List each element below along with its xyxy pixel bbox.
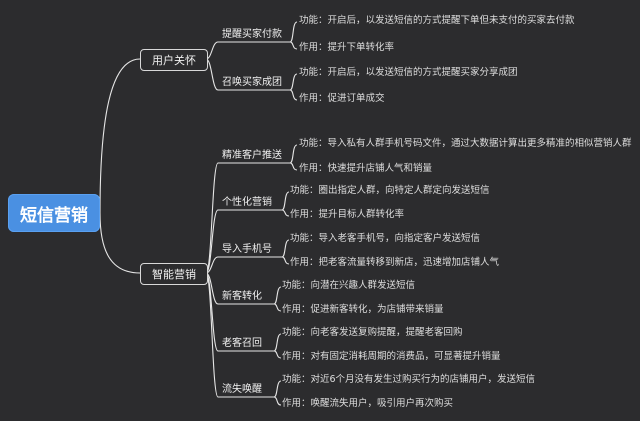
connector-sub-leaf <box>289 21 298 43</box>
leaf-function: 功能：对近6个月没有发生过购买行为的店铺用户，发送短信 <box>282 374 536 385</box>
subnode-import-phone[interactable]: 导入手机号 <box>222 244 272 255</box>
connector-sub-leaf <box>281 209 290 217</box>
leaf-effect: 作用：促进新客转化，为店铺带来销量 <box>282 304 444 315</box>
connector-sub-leaf <box>289 144 298 164</box>
leaf-effect: 作用：把老客流量转移到新店，迅速增加店铺人气 <box>290 257 500 268</box>
root-label: 短信营销 <box>20 205 88 226</box>
leaf-effect: 作用：提升目标人群转化率 <box>290 209 405 220</box>
connector-sub-leaf <box>289 162 298 171</box>
subnode-old-recall[interactable]: 老客召回 <box>222 338 262 349</box>
connector-sub-leaf <box>273 350 282 359</box>
leaf-function: 功能：开启后，以发送短信的方式提醒买家分享成团 <box>299 67 518 78</box>
leaf-function: 功能：导入老客手机号，向指定客户发送短信 <box>290 233 481 244</box>
leaf-effect: 作用：对有固定消耗周期的消费品，可显著提升销量 <box>282 351 501 362</box>
connector-branch-sub <box>205 256 282 274</box>
root-node[interactable]: 短信营销 <box>8 194 100 232</box>
connector-root-user-care <box>99 58 141 214</box>
connector-sub-leaf <box>289 73 298 91</box>
leaf-function: 功能：向老客发送复购提醒，提醒老客回购 <box>282 327 463 338</box>
branch-label: 用户关怀 <box>152 54 196 67</box>
branch-label: 智能营销 <box>152 268 196 281</box>
subnode-churn-wake[interactable]: 流失唤醒 <box>222 384 262 395</box>
branch-smart-marketing[interactable]: 智能营销 <box>140 263 208 285</box>
connector-branch-sub <box>205 209 282 274</box>
connector-sub-leaf <box>273 333 282 352</box>
branch-user-care[interactable]: 用户关怀 <box>140 49 208 71</box>
leaf-function: 功能：导入私有人群手机号码文件，通过大数据计算出更多精准的相似营销人群 <box>299 138 632 149</box>
connector-sub-leaf <box>281 191 290 211</box>
connector-sub-leaf <box>289 41 298 50</box>
connector-sub-leaf <box>281 256 290 265</box>
connector-sub-leaf <box>281 239 290 258</box>
connector-root-smart-marketing <box>99 212 141 274</box>
connector-sub-leaf <box>273 396 282 406</box>
connector-branch-sub <box>205 41 290 60</box>
leaf-function: 功能：向潜在兴趣人群发送短信 <box>282 280 416 291</box>
subnode-remind-payment[interactable]: 提醒买家付款 <box>222 29 282 40</box>
subnode-precise-push[interactable]: 精准客户推送 <box>222 150 282 161</box>
connector-sub-leaf <box>289 89 298 101</box>
subnode-group-invite[interactable]: 召唤买家成团 <box>222 77 282 88</box>
leaf-effect: 作用：提升下单转化率 <box>299 42 395 53</box>
subnode-personalized[interactable]: 个性化营销 <box>222 197 272 208</box>
leaf-function: 功能：圈出指定人群，向特定人群定向发送短信 <box>290 185 490 196</box>
leaf-effect: 作用：唤醒流失用户，吸引用户再次购买 <box>282 398 454 409</box>
connector-sub-leaf <box>273 286 282 305</box>
subnode-new-customer[interactable]: 新客转化 <box>222 291 262 302</box>
connector-sub-leaf <box>273 303 282 312</box>
leaf-function: 功能：开启后，以发送短信的方式提醒下单但未支付的买家去付款 <box>299 15 575 26</box>
leaf-effect: 作用：促进订单成交 <box>299 93 385 104</box>
leaf-effect: 作用：快速提升店铺人气和销量 <box>299 163 433 174</box>
connector-sub-leaf <box>273 380 282 398</box>
